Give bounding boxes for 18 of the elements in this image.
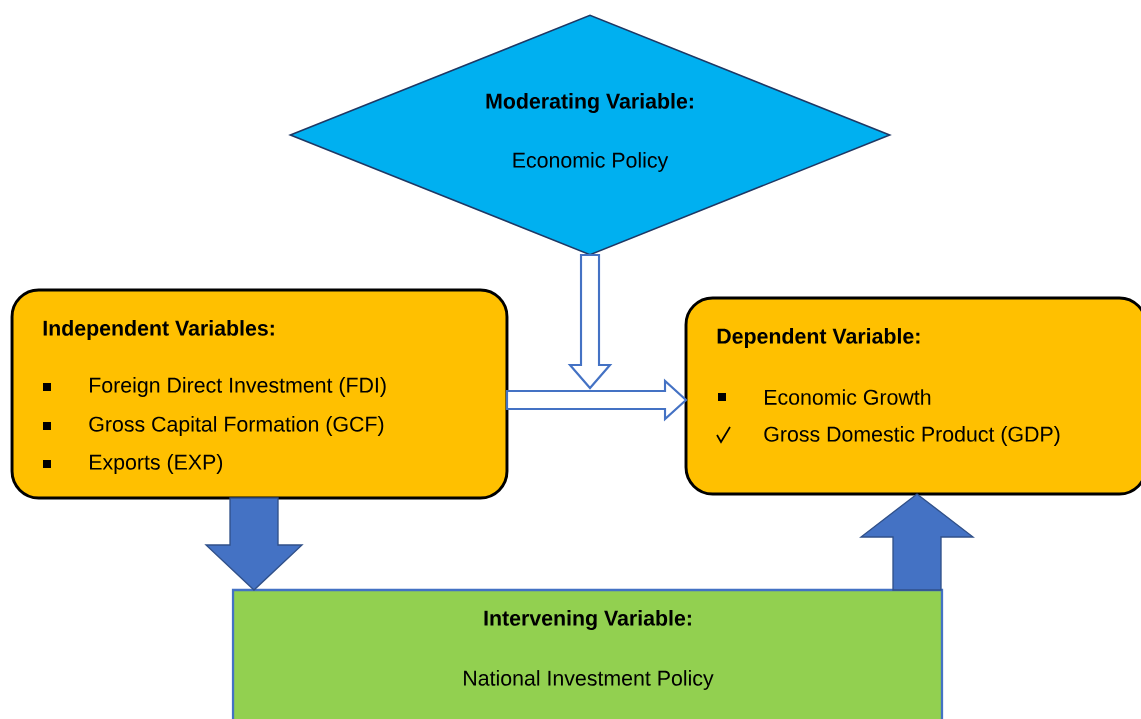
block-arrow: [567, 253, 613, 390]
list-item: Foreign Direct Investment (FDI): [90, 377, 386, 397]
heading: Moderating Variable:: [486, 93, 693, 113]
variable-box: [231, 588, 944, 719]
list-item: Gross Domestic Product (GDP): [764, 426, 1060, 446]
block-arrow: [505, 378, 688, 422]
heading: Intervening Variable:: [484, 610, 691, 630]
list-item: Economic Growth: [765, 389, 931, 405]
block-arrow: [204, 497, 304, 591]
variable-box: [684, 296, 1141, 496]
list-item: Exports (EXP): [90, 454, 223, 474]
variable-box: [10, 288, 509, 500]
label: Economic Policy: [513, 152, 669, 172]
list-item: Gross Capital Formation (GCF): [89, 416, 384, 436]
heading: Independent Variables:: [43, 320, 274, 340]
heading: Dependent Variable:: [717, 328, 920, 348]
label: National Investment Policy: [464, 670, 714, 690]
block-arrow: [859, 493, 975, 591]
